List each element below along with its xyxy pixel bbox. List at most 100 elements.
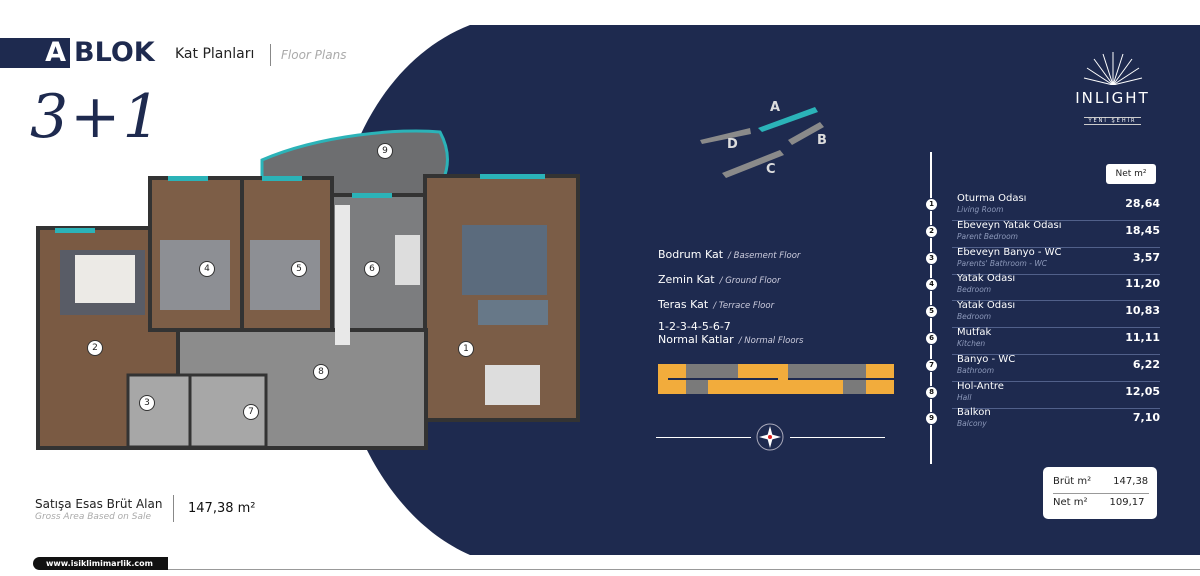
sale-area-label-en: Gross Area Based on Sale [35, 512, 152, 522]
room-name-en: Bathroom [957, 365, 995, 375]
room-name-tr: Mutfak [957, 327, 992, 338]
room-marker-8: 8 [313, 364, 329, 380]
room-area: 7,10 [1132, 411, 1160, 425]
title-en: Floor Plans [281, 48, 347, 62]
room-row: 4 Yatak Odası Bedroom 11,20 [925, 273, 1160, 302]
room-marker-7: 7 [243, 404, 259, 420]
room-area: 28,64 [1125, 197, 1160, 210]
room-number: 5 [925, 305, 938, 319]
room-name-tr: Oturma Odası [957, 193, 1027, 204]
net-label: Net m² [1053, 497, 1088, 508]
floor-ground: Zemin Kat / Ground Floor [658, 273, 781, 286]
floor-plan: 1 2 3 4 5 6 7 8 9 [0, 0, 600, 460]
floor-normal: Normal Katlar / Normal Floors [658, 333, 803, 346]
room-number: 2 [925, 224, 938, 238]
room-row: 3 Ebeveyn Banyo - WC Parents' Bathroom -… [925, 246, 1160, 275]
net-row: Net m² 109,17 [1053, 497, 1149, 508]
sunburst-icon [1083, 52, 1142, 86]
floor-tr: Normal Katlar [658, 333, 734, 346]
block-label-a: A [770, 100, 781, 115]
floor-basement: Bodrum Kat / Basement Floor [658, 248, 800, 261]
room-name-en: Kitchen [957, 339, 986, 348]
room-marker-3: 3 [139, 395, 155, 411]
divider [173, 495, 174, 522]
room-name-tr: Ebeveyn Banyo - WC [957, 246, 1062, 258]
floor-en: / Terrace Floor [713, 301, 775, 311]
room-name-en: Parent Bedroom [957, 231, 1018, 241]
room-name-en: Bedroom [957, 285, 992, 295]
room-name-tr: Banyo - WC [957, 353, 1016, 365]
divider [952, 220, 1160, 221]
room-area: 11,20 [1125, 277, 1160, 291]
divider [952, 354, 1160, 355]
room-area: 18,45 [1125, 223, 1160, 237]
logo-tagline: YENİ ŞEHİR [1084, 117, 1141, 125]
divider [952, 300, 1160, 302]
room-area: 3,57 [1132, 250, 1160, 264]
divider [952, 407, 1160, 409]
room-row: 1 Oturma Odası Living Room 28,64 [925, 193, 1160, 221]
room-name-tr: Yatak Odası [957, 273, 1016, 285]
floor-en: / Normal Floors [738, 336, 804, 346]
room-row: 9 Balkon Balcony 7,10 [925, 407, 1160, 434]
footer-line [160, 569, 1200, 570]
room-row: 8 Hol-Antre Hall 12,05 [925, 380, 1160, 409]
room-name-tr: Balkon [957, 407, 991, 419]
room-row: 5 Yatak Odası Bedroom 10,83 [925, 300, 1160, 329]
room-area: 10,83 [1125, 304, 1160, 318]
room-name-en: Parents' Bathroom - WC [957, 258, 1047, 268]
room-number: 4 [925, 278, 938, 292]
room-number: 6 [925, 332, 938, 345]
inlight-logo: INLIGHT YENİ ŞEHİR [1070, 50, 1155, 126]
site-plan: A B C D [690, 100, 850, 190]
room-marker-5: 5 [291, 261, 307, 277]
divider [656, 437, 751, 438]
title-tr: Kat Planları [175, 46, 255, 62]
floor-terrace: Teras Kat / Terrace Floor [658, 298, 774, 311]
room-name-en: Hall [957, 392, 972, 402]
floor-numbers: 1-2-3-4-5-6-7 [658, 320, 731, 333]
room-number: 1 [925, 198, 938, 211]
website-link[interactable]: www.isiklimimarlik.com [33, 557, 168, 570]
site-plan-blocks [700, 107, 824, 178]
gross-value: 147,38 [1113, 476, 1149, 487]
sale-area-value: 147,38 m² [188, 501, 256, 516]
net-value: 109,17 [1109, 497, 1145, 508]
room-name-tr: Ebeveyn Yatak Odası [957, 219, 1062, 231]
room-name-tr: Hol-Antre [957, 380, 1004, 392]
room-row: 2 Ebeveyn Yatak Odası Parent Bedroom 18,… [925, 219, 1160, 248]
floor-tr: Zemin Kat [658, 273, 715, 286]
logo-name: INLIGHT [1075, 89, 1150, 107]
floor-tr: Bodrum Kat [658, 248, 724, 261]
floor-tr: Teras Kat [658, 298, 709, 311]
room-number: 3 [925, 251, 938, 265]
net-m2-header: Net m² [1106, 164, 1156, 184]
block-letter: A [0, 38, 70, 68]
floor-en: / Ground Floor [719, 276, 781, 286]
divider [952, 327, 1160, 329]
room-marker-1: 1 [458, 341, 474, 357]
room-number: 9 [925, 412, 938, 426]
divider [1053, 493, 1149, 494]
floor-plan-drawing [36, 129, 580, 450]
room-row: 7 Banyo - WC Bathroom 6,22 [925, 353, 1160, 382]
room-row: 6 Mutfak Kitchen 11,11 [925, 327, 1160, 355]
room-area: 11,11 [1125, 331, 1160, 344]
room-number: 8 [925, 385, 938, 399]
divider [952, 246, 1160, 248]
room-marker-4: 4 [199, 261, 215, 277]
room-name-en: Living Room [957, 205, 1004, 214]
divider [952, 380, 1160, 382]
room-area: 6,22 [1132, 357, 1160, 371]
floor-en: / Basement Floor [728, 251, 801, 261]
room-marker-2: 2 [87, 340, 103, 356]
block-label-c: C [766, 162, 776, 177]
room-name-en: Bedroom [957, 312, 992, 322]
block-word: BLOK [74, 37, 155, 68]
divider [790, 437, 885, 438]
divider [952, 273, 1160, 275]
room-marker-6: 6 [364, 261, 380, 277]
